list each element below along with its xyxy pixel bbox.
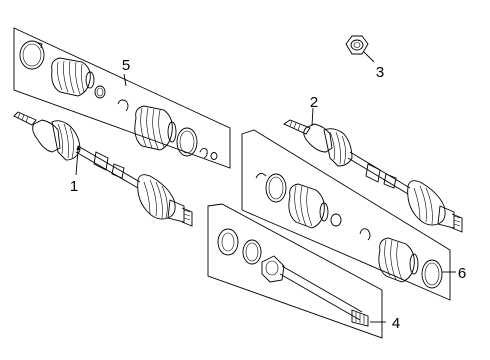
callout-1: 1 — [70, 178, 78, 195]
boot-inner — [134, 105, 177, 151]
callout-6: 6 — [458, 265, 466, 282]
boot-upper — [51, 57, 95, 97]
kit-panel-4 — [207, 203, 383, 339]
drive-shaft-2 — [283, 119, 463, 233]
callout-2: 2 — [310, 94, 318, 111]
kit-panel-6 — [241, 129, 451, 301]
callout-3: 3 — [376, 64, 384, 81]
hub-nut-3 — [345, 35, 369, 55]
kit-panel-5 — [13, 27, 231, 169]
callout-4: 4 — [392, 315, 400, 332]
drive-shaft-1 — [13, 111, 193, 227]
callout-5: 5 — [122, 57, 130, 74]
